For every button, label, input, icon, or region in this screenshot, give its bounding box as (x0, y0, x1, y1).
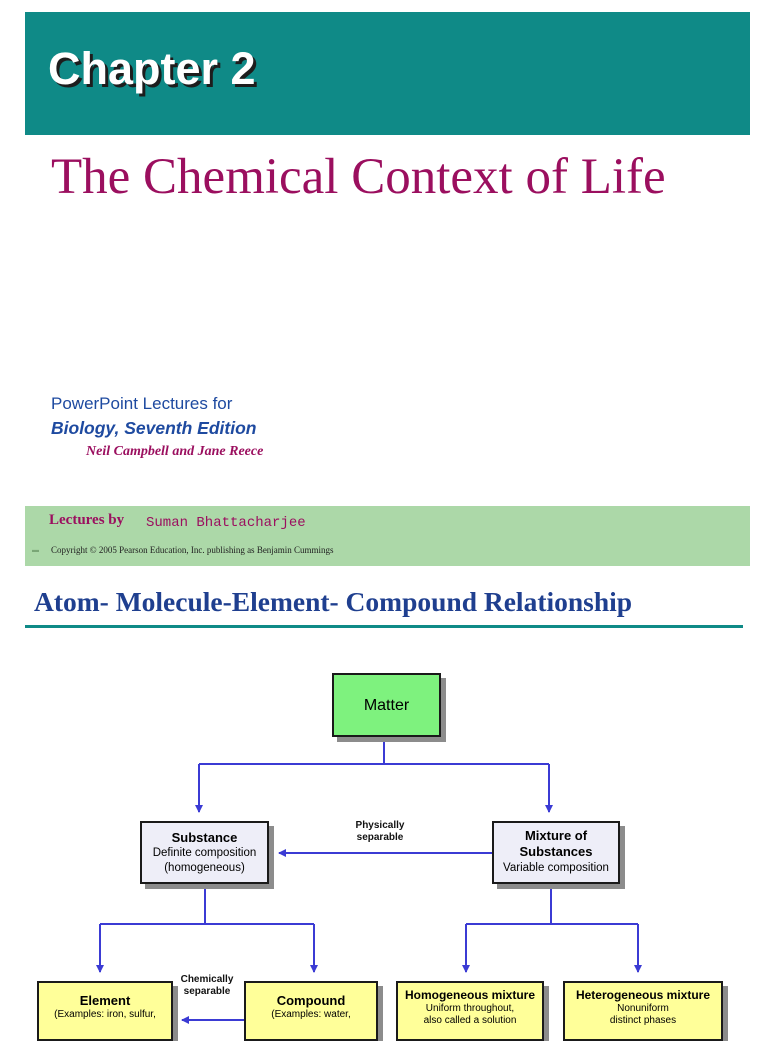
bullet-icon: ▬ (32, 547, 39, 554)
node-title: Homogeneous mixture (404, 988, 536, 1002)
edge-label-line: separable (183, 986, 231, 997)
node-matter-label: Matter (363, 697, 410, 714)
node-title: Element (79, 993, 131, 1008)
node-title: Heterogeneous mixture (575, 988, 711, 1002)
node-homogeneous-mixture: Homogeneous mixture Uniform throughout, … (396, 981, 544, 1041)
node-title: Substance (171, 830, 238, 845)
node-desc: Variable composition (503, 861, 609, 874)
node-title: Compound (276, 993, 346, 1008)
node-desc: Definite composition (152, 847, 257, 860)
node-desc: also called a solution (423, 1015, 517, 1026)
section-heading: Atom- Molecule-Element- Compound Relatio… (34, 586, 633, 617)
node-desc: (Examples: iron, sulfur, (54, 1009, 156, 1021)
chemically-separable-label: Chemically separable (172, 974, 242, 998)
node-desc: (Examples: water, (271, 1009, 351, 1021)
node-desc: Nonuniform (617, 1003, 669, 1014)
slide-title: The Chemical Context of Life (51, 149, 666, 205)
physically-separable-label: Physically separable (340, 820, 420, 844)
node-title: Mixture of (524, 828, 588, 843)
lectures-for-text: PowerPoint Lectures for (51, 394, 233, 413)
node-matter: Matter (332, 673, 441, 737)
edge-label-line: Physically (355, 820, 405, 831)
node-title: Substances (519, 844, 593, 860)
header-band (25, 12, 750, 135)
node-mixture: Mixture of Substances Variable compositi… (492, 821, 620, 884)
lectures-by-label: Lectures by (49, 512, 125, 528)
node-compound: Compound (Examples: water, (244, 981, 378, 1041)
node-desc: distinct phases (609, 1015, 677, 1026)
node-element: Element (Examples: iron, sulfur, (37, 981, 173, 1041)
lecturer-name: Suman Bhattacharjee (146, 515, 306, 531)
edge-label-line: Chemically (180, 974, 234, 985)
node-heterogeneous-mixture: Heterogeneous mixture Nonuniform distinc… (563, 981, 723, 1041)
node-desc: Uniform throughout, (425, 1003, 515, 1014)
node-desc: (homogeneous) (164, 861, 245, 874)
heading-divider (25, 625, 743, 628)
book-title: Biology, Seventh Edition (51, 418, 257, 438)
edge-label-line: separable (356, 832, 404, 843)
node-substance: Substance Definite composition (homogene… (140, 821, 269, 884)
copyright-text: Copyright © 2005 Pearson Education, Inc.… (51, 545, 334, 555)
authors: Neil Campbell and Jane Reece (86, 444, 264, 459)
chapter-label: Chapter 2 (48, 43, 256, 94)
credit-band (25, 506, 750, 566)
